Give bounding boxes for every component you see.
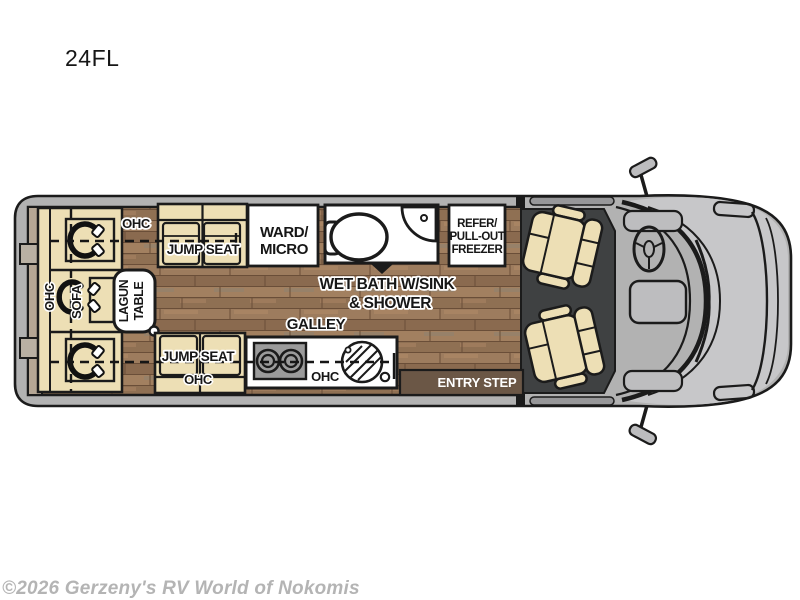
seatbelt-buckles <box>87 224 105 378</box>
steering-wheel-icon <box>632 225 666 273</box>
galley-sink-icon <box>340 340 391 384</box>
sofa-cushion-bottom <box>64 337 116 383</box>
driver-seat <box>521 204 604 290</box>
lagun-table <box>112 268 160 337</box>
jump-seat-top-label: JUMP SEAT <box>167 242 241 257</box>
sofa-label: SOFA <box>69 284 84 319</box>
wiper-icon <box>694 239 711 303</box>
corner-sink-icon <box>400 205 438 243</box>
ward-micro-label-line1: WARD/ <box>260 224 309 241</box>
refer-label-line2: PULL-OUT <box>450 231 505 243</box>
dashboard <box>622 209 688 393</box>
galley-counter <box>244 335 399 390</box>
wiper-icon <box>694 299 711 363</box>
galley-label: GALLEY <box>287 316 346 333</box>
side-mirror-bottom-icon <box>628 401 658 446</box>
wet-bath-label-line2: & SHOWER <box>349 295 431 312</box>
b-pillar-bottom <box>516 394 525 405</box>
ohc-rear-label: OHC <box>122 216 151 231</box>
cab-window-strip-bottom <box>529 396 615 406</box>
lagun-table-label-line1: LAGUN <box>117 279 131 322</box>
entry-step <box>398 368 525 397</box>
refrigerator-cabinet <box>447 203 507 268</box>
lagun-table-label-line2: TABLE <box>132 282 146 321</box>
dealer-watermark: ©2026 Gerzeny's RV World of Nokomis <box>2 578 360 599</box>
van-hood <box>622 197 788 405</box>
cab-window-strip-top <box>529 196 615 206</box>
entry-step-label: ENTRY STEP <box>438 375 517 390</box>
model-name-label: 24FL <box>65 45 119 71</box>
ohc-jump-bottom-label: OHC <box>184 372 213 387</box>
ward-micro-label-line2: MICRO <box>260 241 309 258</box>
van-front-detail <box>647 200 779 402</box>
b-pillar-top <box>516 197 525 208</box>
toilet-icon <box>323 212 389 262</box>
ohc-galley-label: OHC <box>311 369 340 384</box>
refer-label-line3: FREEZER <box>452 244 504 256</box>
bed-conversion-lines <box>50 209 396 391</box>
wet-bath <box>323 203 440 274</box>
passenger-seat <box>523 304 606 390</box>
bath-door-marker <box>371 264 393 274</box>
wet-bath-label-line1: WET BATH W/SINK <box>320 276 456 293</box>
jump-seat-bottom-label: JUMP SEAT <box>162 349 236 364</box>
side-mirror-top-icon <box>628 156 658 201</box>
refer-label-line1: REFER/ <box>457 218 498 230</box>
ohc-sofa-label: OHC <box>42 282 57 311</box>
ward-micro-cabinet <box>246 203 320 268</box>
jump-seat-top <box>156 202 249 269</box>
